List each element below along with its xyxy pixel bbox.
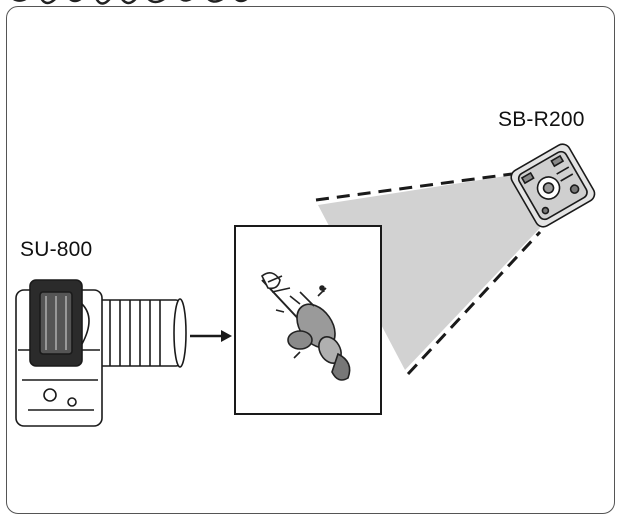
camera-icon [15,279,187,427]
beam-edge-top [315,172,513,202]
cropped-heading [0,0,623,14]
flower-subject-icon [260,272,351,381]
beam-edge-bottom [406,230,542,376]
flash-unit-icon [510,143,596,228]
arrow-right-icon [190,330,232,342]
commander-label: SU-800 [20,238,93,261]
flash-label: SB-R200 [498,108,585,131]
light-beam [318,175,540,370]
